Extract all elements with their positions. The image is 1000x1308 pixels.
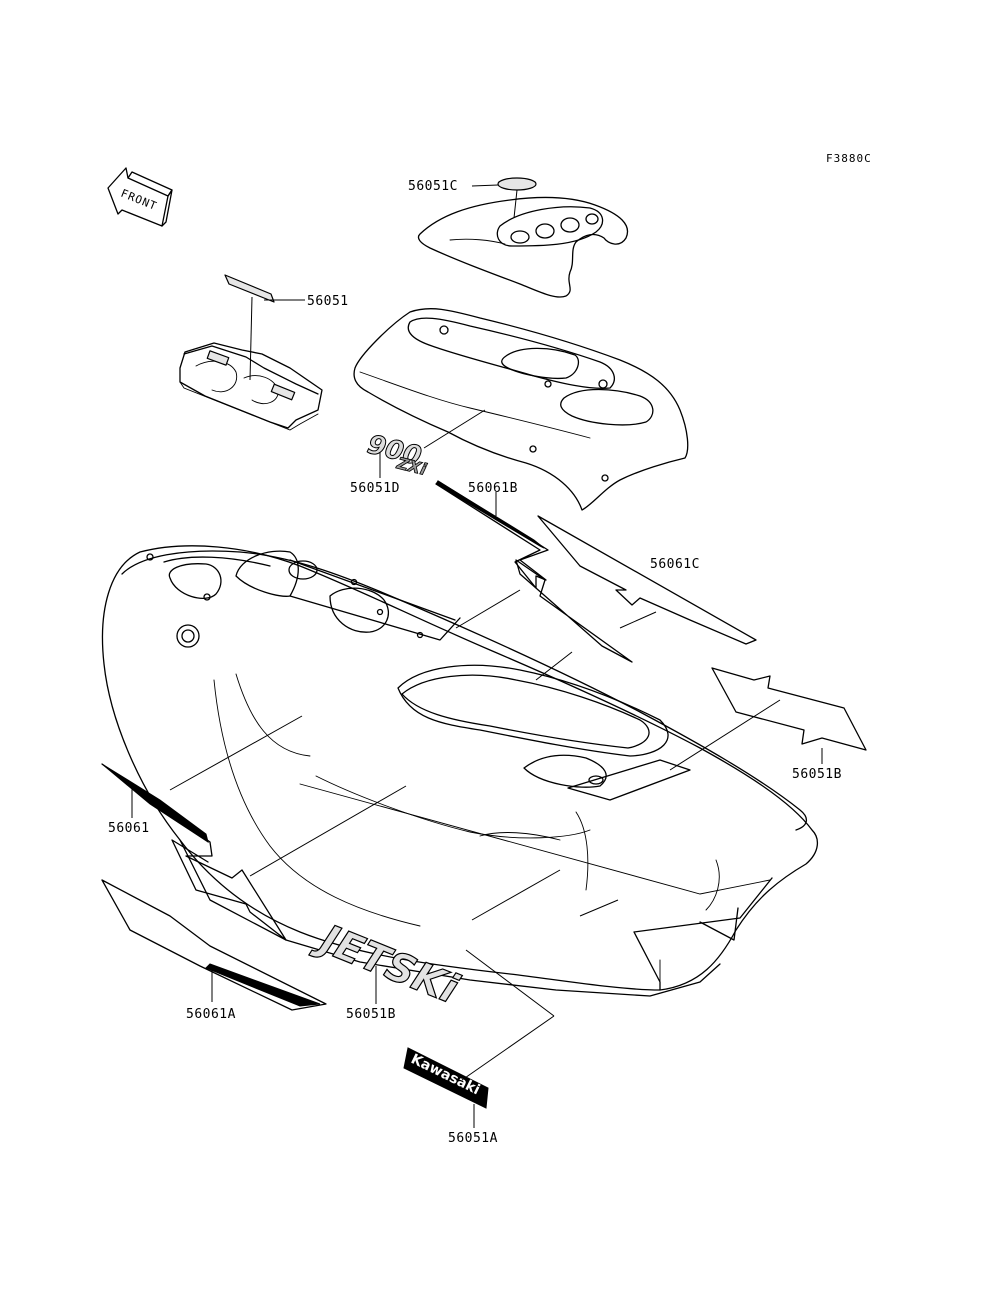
- callout-56051c: 56051C: [408, 179, 458, 194]
- callout-56061a: 56061A: [186, 1007, 236, 1022]
- kawasaki-decal-56051a: Kawasaki: [403, 1047, 489, 1109]
- callout-56051b-bottom: 56051B: [346, 1007, 396, 1022]
- callout-56061: 56061: [108, 821, 150, 836]
- callout-56051b-right: 56051B: [792, 767, 842, 782]
- callout-56061b: 56061B: [468, 481, 518, 496]
- strip-decal-56051: [224, 274, 275, 303]
- hatch-cover-part: [179, 342, 323, 431]
- emblem-decal-56051c: [497, 177, 537, 191]
- upper-deck-cowl: [353, 308, 689, 511]
- jetski-decal-56051b: JETSKi: [308, 914, 466, 1013]
- graphic-decal-56061c: [537, 515, 757, 645]
- callout-56051: 56051: [307, 294, 349, 309]
- graphic-decal-56051b-right: [711, 667, 867, 751]
- figure-id: F3880C: [826, 152, 872, 165]
- decal-zxi-text: ZXi: [394, 453, 429, 479]
- model-decal-56051d: 900 ZXi: [364, 429, 429, 479]
- hull-body: [101, 545, 818, 997]
- callout-56061c: 56061C: [650, 557, 700, 572]
- front-arrow-icon: FRONT: [107, 167, 173, 227]
- callout-56051a: 56051A: [448, 1131, 498, 1146]
- graphic-decal-56061a: [101, 879, 327, 1011]
- front-arrow-label: FRONT: [119, 187, 159, 213]
- instrument-cover: [417, 196, 629, 298]
- callout-56051d: 56051D: [350, 481, 400, 496]
